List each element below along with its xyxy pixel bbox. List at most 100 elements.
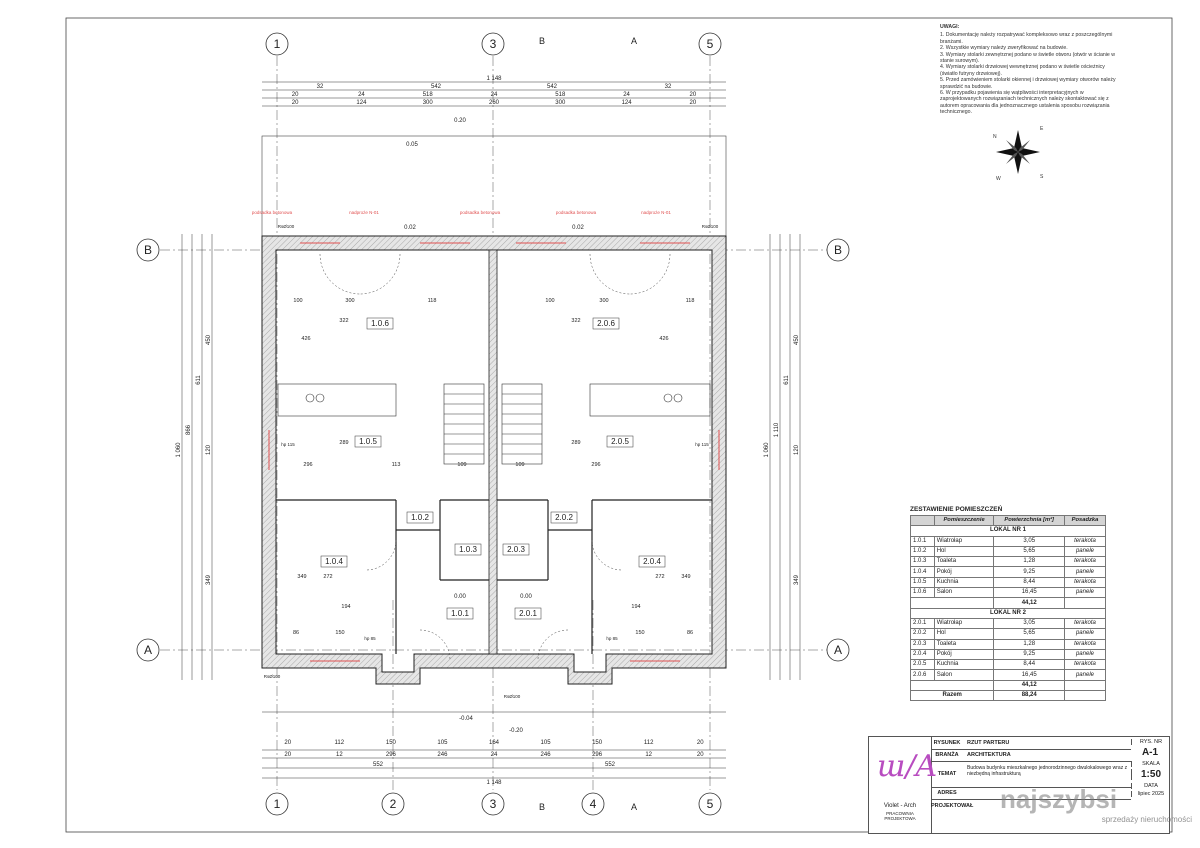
dim-right: 1 060 — [764, 442, 770, 458]
room-label-box — [446, 607, 474, 620]
table-cell: panele — [1063, 628, 1107, 640]
table-cell: 8,44 — [993, 576, 1065, 589]
room-label-2-0-3: 2.0.3 — [507, 545, 525, 554]
watermark-brand: najszybsi — [1000, 784, 1118, 814]
table-cell — [1063, 690, 1107, 702]
table-cell: panele — [1063, 566, 1107, 578]
table-cell: Wiatrołap — [933, 617, 995, 630]
title-block: ɯ/A Violet - Arch PRACOWNIA PROJEKTOWA R… — [868, 736, 1170, 834]
compass-w: W — [996, 176, 1001, 182]
dim-top: 300 — [423, 100, 434, 106]
section-mark-bottom-a: A — [631, 802, 637, 812]
axis-labels: 1 3 5 1 2 3 4 5 B B A A — [144, 37, 842, 811]
exterior-wall — [261, 235, 727, 685]
axis-label-top-5: 5 — [707, 37, 714, 51]
dim-bottom: 246 — [437, 752, 448, 758]
axis-label-bottom-3: 3 — [490, 797, 497, 811]
plan-annotation: podsadka betonowa — [556, 210, 597, 215]
table-cell: Hol — [933, 545, 995, 558]
table-cell: 1,28 — [993, 638, 1065, 650]
dim-bottom: 20 — [697, 740, 704, 746]
room-label-2-0-5: 2.0.5 — [611, 437, 629, 446]
section-mark-top-a: A — [631, 36, 637, 46]
table-cell: panele — [1063, 669, 1107, 681]
dim-bottom: 246 — [541, 752, 552, 758]
dim-bottom: 112 — [335, 740, 345, 746]
table-cell: 8,44 — [993, 659, 1065, 671]
axis-label-top-3: 3 — [490, 37, 497, 51]
note-item: 2. Wszystkie wymiary należy zweryfikować… — [940, 45, 1068, 52]
dim-left: 866 — [186, 424, 192, 435]
plan-annotation: podsadka betonowa — [252, 210, 293, 215]
note-item: 6. W przypadku pojawienia się wątpliwośc… — [940, 90, 1110, 116]
tb-value-branza: ARCHITEKTURA — [967, 752, 1011, 758]
inner-dim: 86 — [687, 630, 693, 636]
tb-row-branza: BRANŻA ARCHITEKTURA — [931, 749, 1131, 762]
table-cell: LOKAL NR 2 — [910, 607, 1106, 619]
logo-name: Violet - Arch — [883, 803, 917, 809]
note-item: 4. Wymiary stolarki drzwiowej wewnętrzne… — [940, 64, 1105, 77]
room-label-box — [514, 607, 542, 620]
dim-left: 120 — [206, 444, 212, 455]
table-cell: Pokój — [933, 566, 995, 578]
dim-bottom: 150 — [386, 740, 397, 746]
table-cell: terakota — [1063, 556, 1107, 568]
dim-top: 260 — [489, 100, 500, 106]
notes-block: UWAGI: 1. Dokumentację należy rozpatrywa… — [940, 24, 1120, 116]
dim-top: 20 — [292, 92, 299, 98]
table-cell — [909, 679, 995, 692]
note-item: 1. Dokumentację należy rozpatrywać kompl… — [940, 32, 1113, 45]
table-cell: Kuchnia — [933, 576, 995, 589]
inner-dim: 426 — [301, 336, 310, 342]
room-label-box — [606, 435, 634, 448]
plan-annotation: nadproże N-01 — [641, 210, 671, 215]
interior-partitions — [276, 499, 712, 654]
level-mark: 0.00 — [454, 594, 466, 600]
dim-top: 542 — [431, 84, 442, 90]
dim-top: 20 — [292, 100, 299, 106]
table-cell: 9,25 — [993, 648, 1065, 661]
room-label-box — [502, 543, 530, 556]
table-cell: 1.0.1 — [910, 535, 935, 547]
sheet-frame — [65, 17, 1173, 833]
table-cell: 9,25 — [993, 566, 1065, 578]
table-cell: terakota — [1063, 617, 1107, 630]
windows-red — [268, 242, 720, 662]
dim-top: 518 — [555, 92, 566, 98]
watermark-tagline: sprzedaży nieruchomości — [1101, 815, 1192, 824]
dim-top: 20 — [690, 100, 697, 106]
dim-top: 20 — [690, 92, 697, 98]
table-row: 44,12 — [909, 679, 1107, 692]
table-cell: terakota — [1063, 576, 1107, 589]
table-cell: 1.0.3 — [910, 556, 935, 568]
room-label-2-0-6: 2.0.6 — [597, 319, 615, 328]
dim-bottom: 20 — [284, 752, 291, 758]
plan-annotation: nadproże N-01 — [349, 210, 379, 215]
table-cell — [909, 597, 995, 609]
dim-left: 1 060 — [176, 442, 182, 458]
note-item: 3. Wymiary stolarki zewnętrznej podano w… — [940, 51, 1115, 65]
inner-dim: 194 — [341, 604, 350, 610]
inner-dim: 300 — [599, 298, 608, 304]
table-cell: 1.0.2 — [910, 545, 935, 558]
table-cell: 2.0.3 — [910, 638, 935, 650]
level-mark: 0.02 — [572, 225, 584, 231]
inner-dim: 296 — [591, 462, 600, 468]
dim-bottom: 12 — [645, 752, 652, 758]
inner-dim: 118 — [428, 298, 437, 304]
room-label-1-0-4: 1.0.4 — [325, 557, 343, 566]
plan-annotation: hp 115 — [281, 442, 295, 447]
dim-bottom: 164 — [489, 740, 500, 746]
table-cell: 88,24 — [993, 690, 1065, 702]
table-cell: Toaleta — [933, 556, 995, 568]
inner-dim: 109 — [515, 462, 524, 468]
tb-label-branza: BRANŻA — [935, 752, 959, 758]
room-label-box — [638, 555, 666, 568]
col-header-id — [910, 514, 935, 527]
